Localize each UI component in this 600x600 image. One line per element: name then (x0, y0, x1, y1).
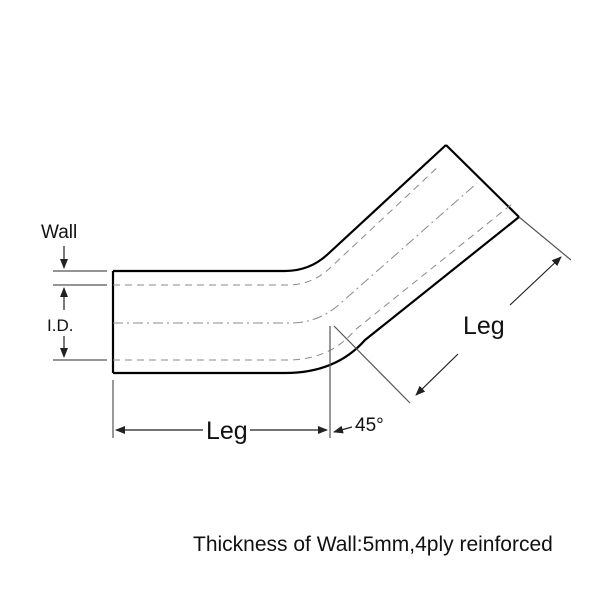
leg-d-extension-top (518, 216, 572, 261)
hose-end-face-angled (445, 144, 520, 218)
centerline-path (113, 182, 478, 324)
hose-outer-bottom (113, 216, 520, 375)
centerline (113, 182, 478, 324)
leg-d-arrow-upper (509, 256, 562, 306)
leg-diagonal-label: Leg (463, 312, 505, 340)
hose-outer-top (113, 144, 447, 273)
wall-label: Wall (41, 222, 77, 243)
angle-indicator (333, 325, 411, 434)
leg-diagonal-dimension (415, 216, 572, 396)
id-dimension (53, 287, 107, 361)
inner-wall-bottom (113, 203, 513, 361)
angle-label: 45° (355, 415, 384, 436)
wall-dimension (53, 246, 107, 286)
angle-arrow (333, 425, 353, 434)
hose-outline (111, 144, 520, 375)
inner-wall-top (113, 164, 441, 286)
hose-inner-wall (113, 164, 513, 361)
leg-d-arrow-lower (415, 353, 459, 396)
leg-horizontal-label: Leg (206, 417, 248, 445)
angle-reference-line (333, 325, 411, 404)
leg-horizontal-dimension (112, 326, 331, 438)
caption-text: Thickness of Wall:5mm,4ply reinforced (193, 533, 553, 556)
id-label: I.D. (47, 316, 73, 335)
